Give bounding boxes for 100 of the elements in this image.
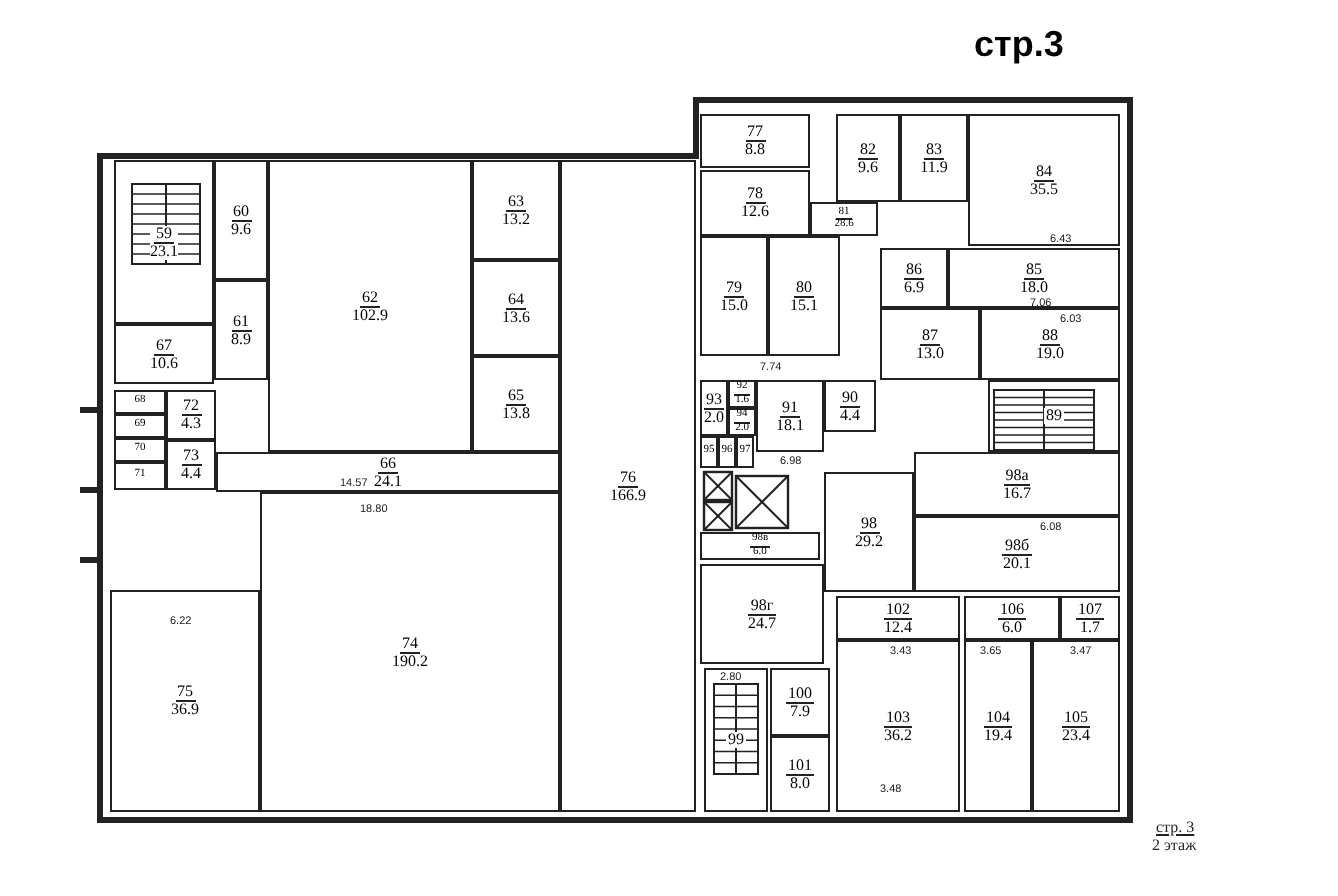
room-number: 90 <box>840 389 860 407</box>
room-outline <box>700 170 810 236</box>
room-outline <box>166 440 216 490</box>
room-number: 78 <box>745 186 765 204</box>
room-number: 98б <box>1002 537 1032 555</box>
page-number: стр.3 <box>974 24 1064 66</box>
room-area: 4.4 <box>840 407 860 423</box>
room-outline <box>114 462 166 490</box>
room-outline <box>114 160 214 324</box>
room-area: 36.9 <box>171 702 199 718</box>
room-number: 83 <box>923 141 944 159</box>
room-area: 11.9 <box>920 159 948 175</box>
room-outline <box>914 516 1120 592</box>
room-number: 103 <box>884 709 912 727</box>
room-outline <box>700 114 810 168</box>
room-outline <box>964 640 1032 812</box>
room-area: 35.5 <box>1030 181 1058 197</box>
room-number: 85 <box>1024 261 1044 279</box>
room-outline <box>964 596 1060 640</box>
room-area: 15.0 <box>720 297 748 313</box>
room-number: 76 <box>618 469 638 487</box>
room-outline <box>700 236 768 356</box>
room-number: 75 <box>175 684 195 702</box>
room-outline <box>736 436 754 468</box>
room-outline <box>166 390 216 440</box>
room-number: 73 <box>181 448 201 466</box>
room-number: 107 <box>1076 601 1104 619</box>
room-number: 79 <box>724 279 744 297</box>
room-area: 12.4 <box>884 619 912 635</box>
room-outline <box>836 114 900 202</box>
room-number: 82 <box>858 141 878 159</box>
room-area: 18.0 <box>1020 279 1048 295</box>
room-area: 9.6 <box>858 159 878 175</box>
room-area: 13.8 <box>502 405 530 421</box>
room-area: 12.6 <box>741 204 769 220</box>
room-area: 7.9 <box>790 703 810 719</box>
room-outline <box>948 248 1120 308</box>
room-outline <box>472 356 560 452</box>
floor-label: 2 этаж <box>1152 836 1197 854</box>
room-outline <box>216 452 560 492</box>
room-outline <box>114 414 166 438</box>
room-outline <box>980 308 1120 380</box>
room-outline <box>700 564 824 664</box>
room-number: 80 <box>794 279 814 297</box>
sheet-number: стр. 3 <box>1156 818 1195 836</box>
room-area: 190.2 <box>392 653 428 669</box>
room-outline <box>728 408 756 436</box>
room-outline <box>824 380 876 432</box>
room-number: 104 <box>984 709 1012 727</box>
room-outline <box>114 438 166 462</box>
room-number: 99 <box>726 732 746 748</box>
room-outline <box>704 668 768 812</box>
room-number: 74 <box>400 635 420 653</box>
room-area: 20.1 <box>1002 555 1031 571</box>
room-area: 6.9 <box>904 279 924 295</box>
room-number: 66 <box>378 455 398 473</box>
room-outline <box>700 532 820 560</box>
room-area: 10.6 <box>150 355 178 371</box>
room-area: 24.1 <box>374 473 402 489</box>
room-number: 60 <box>231 203 251 221</box>
room-area: 8.9 <box>231 331 251 347</box>
room-number: 87 <box>920 327 940 345</box>
room-area: 166.9 <box>610 487 646 503</box>
room-number: 61 <box>231 313 251 331</box>
room-outline <box>728 380 756 408</box>
room-number: 67 <box>154 337 174 355</box>
room-area: 13.6 <box>502 309 530 325</box>
room-number: 72 <box>181 398 201 416</box>
room-area: 4.3 <box>181 416 201 432</box>
room-area: 8.0 <box>790 775 810 791</box>
room-number: 101 <box>786 757 814 775</box>
room-outline <box>770 668 830 736</box>
room-outline <box>560 160 696 812</box>
room-area: 102.9 <box>352 307 388 323</box>
room-outline <box>824 472 914 592</box>
room-area: 24.7 <box>748 615 776 631</box>
room-number: 105 <box>1062 709 1090 727</box>
room-number: 100 <box>786 685 814 703</box>
room-outline <box>260 492 560 812</box>
room-area: 19.0 <box>1036 345 1064 361</box>
room-area: 2.0 <box>704 409 724 425</box>
room-area: 13.2 <box>502 211 530 227</box>
room-number: 98г <box>748 597 776 615</box>
room-outline <box>914 452 1120 516</box>
room-area: 19.4 <box>984 727 1012 743</box>
room-outline <box>472 160 560 260</box>
room-area: 16.7 <box>1003 485 1031 501</box>
room-number: 65 <box>506 387 526 405</box>
room-outline <box>756 380 824 452</box>
room-number: 84 <box>1034 163 1054 181</box>
room-outline <box>214 160 268 280</box>
room-number: 64 <box>506 291 526 309</box>
room-area: 23.4 <box>1062 727 1090 743</box>
room-outline <box>880 308 980 380</box>
room-outline <box>700 380 728 436</box>
room-outline <box>768 236 840 356</box>
room-outline <box>880 248 948 308</box>
room-number: 91 <box>780 399 800 417</box>
room-area: 6.0 <box>1002 619 1022 635</box>
room-number: 59 <box>154 225 174 243</box>
